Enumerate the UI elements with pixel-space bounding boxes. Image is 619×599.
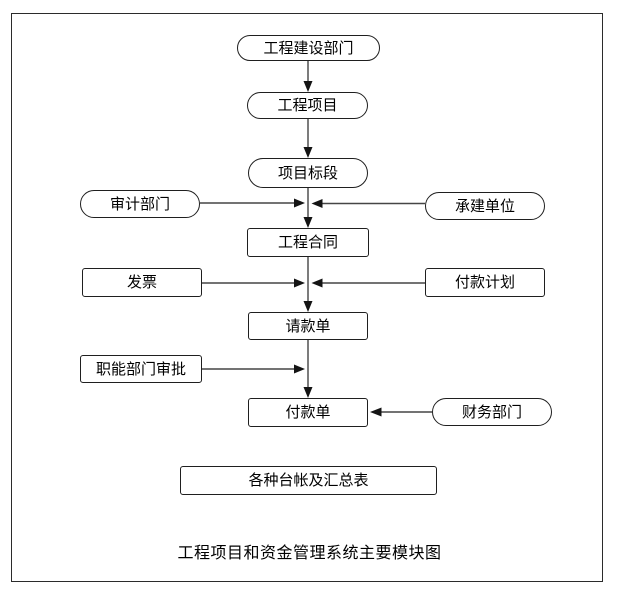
- node-payment-order: 付款单: [248, 398, 368, 427]
- arrow-contractor-to-junction: [311, 199, 425, 208]
- node-dept-approval-label: 职能部门审批: [95, 360, 186, 378]
- arrow-project-to-section: [303, 119, 313, 158]
- node-project-section-label: 项目标段: [277, 164, 338, 182]
- node-construction-dept-label: 工程建设部门: [263, 39, 354, 57]
- node-contractor-label: 承建单位: [454, 197, 515, 215]
- node-project: 工程项目: [247, 92, 368, 119]
- arrow-request-to-payorder: [303, 340, 313, 398]
- node-ledgers-summary-label: 各种台帐及汇总表: [248, 472, 369, 489]
- arrow-construction-to-project: [303, 61, 313, 92]
- node-construction-dept: 工程建设部门: [237, 35, 380, 61]
- node-contract-label: 工程合同: [277, 234, 338, 251]
- node-audit-dept: 审计部门: [80, 190, 200, 218]
- node-payment-request: 请款单: [248, 312, 368, 340]
- arrow-section-to-contract: [303, 188, 313, 228]
- diagram-border: [11, 13, 603, 582]
- node-invoice: 发票: [82, 268, 202, 297]
- arrow-payplan-to-junction: [311, 278, 425, 288]
- node-dept-approval: 职能部门审批: [80, 355, 202, 383]
- node-finance-dept-label: 财务部门: [461, 403, 522, 421]
- arrow-contract-to-request: [303, 257, 313, 312]
- node-project-section: 项目标段: [248, 158, 368, 188]
- node-contract: 工程合同: [247, 228, 369, 257]
- diagram-caption: 工程项目和资金管理系统主要模块图: [177, 545, 442, 562]
- node-contractor: 承建单位: [425, 192, 545, 220]
- arrow-finance-to-payorder: [370, 407, 432, 417]
- node-ledgers-summary: 各种台帐及汇总表: [180, 466, 437, 495]
- node-payment-plan: 付款计划: [425, 268, 545, 297]
- node-invoice-label: 发票: [126, 274, 157, 291]
- arrow-invoice-to-junction: [202, 278, 305, 288]
- node-finance-dept: 财务部门: [432, 398, 552, 426]
- node-payment-request-label: 请款单: [285, 317, 331, 335]
- node-project-label: 工程项目: [277, 97, 338, 114]
- node-payment-order-label: 付款单: [285, 404, 331, 421]
- node-payment-plan-label: 付款计划: [454, 274, 515, 291]
- node-audit-dept-label: 审计部门: [109, 195, 170, 213]
- arrow-approval-to-junction: [202, 364, 305, 374]
- arrow-audit-to-junction: [200, 198, 305, 208]
